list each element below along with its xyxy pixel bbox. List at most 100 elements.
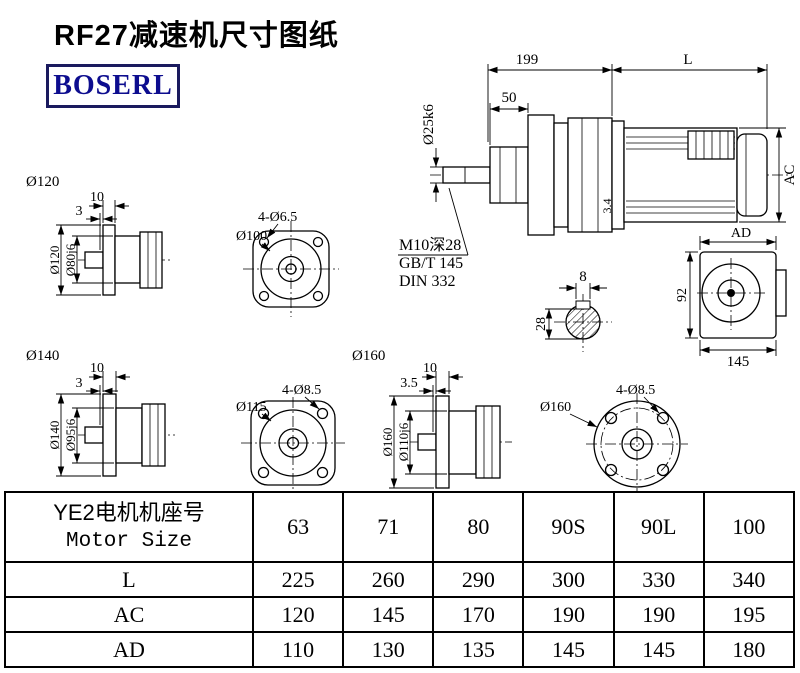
bearing-housing [489,146,529,204]
v1-flange-plate [102,224,116,296]
boserl-logo: BOSERL [46,64,180,108]
dim-28: 28 [534,317,549,331]
table-row-L: L 225 260 290 300 330 340 [4,561,796,598]
f3-bolt-hole [656,411,670,425]
v3-hub [448,410,477,475]
cell-AD-90s: 145 [522,631,615,668]
dim-v3-hub: Ø110j6 [396,422,411,461]
fan-cover [736,133,768,217]
dim-v2-10: 10 [90,361,104,376]
dim-199: 199 [516,52,539,68]
v3-dimension-lines [389,371,463,489]
f2-bolt-hole [316,466,329,479]
flange-view-140: Ø140 10 [26,348,175,477]
dim-92: 92 [675,288,690,302]
cell-L-90l: 330 [612,561,705,598]
v1-shaft-stub [84,251,104,269]
f1-bolt-hole [258,290,270,302]
label-f3-holes: 4-Ø8.5 [616,383,655,398]
logo-text: BOSERL [53,70,173,101]
cell-AC-80: 170 [432,596,525,633]
cell-L-90s: 300 [522,561,615,598]
note-din-332: DIN 332 [399,273,455,290]
motor-size-80: 80 [432,491,525,563]
table-row-AD: AD 110 130 135 145 145 180 [4,631,796,668]
v3-housing [475,405,501,479]
shaft-cross-section: 8 28 [534,269,612,352]
cell-L-63: 225 [251,561,345,598]
output-side-view: AD 92 145 [675,226,787,370]
dim-v3-35: 3.5 [400,376,418,391]
note-thread-m10: M10深28 [399,236,461,254]
dim-AC: AC [782,165,798,186]
front-view-100: 4-Ø6.5 Ø100 [236,210,339,317]
v2-shaft-stub [84,426,104,444]
dim-shaft-diameter: Ø25k6 [421,104,437,145]
keyway-notch [575,300,591,310]
dim-v1-dia: Ø120 [47,246,62,275]
dim-v1-hub: Ø80j6 [63,243,78,276]
dim-v1-3: 3 [76,204,83,219]
dim-L: L [683,52,692,68]
v3-shaft-stub [417,433,437,451]
row-label-AC: AC [4,596,254,633]
label-f1-holes: 4-Ø6.5 [258,210,297,225]
cell-AC-90l: 190 [612,596,705,633]
label-f2-holes: 4-Ø8.5 [282,383,321,398]
flange-view-120: Ø120 10 [26,174,172,296]
terminal-box [687,130,735,160]
motor-size-90l: 90L [612,491,705,563]
cell-AD-80: 135 [432,631,525,668]
keyway-section-circle [565,304,601,340]
cell-L-100: 340 [702,561,796,598]
table-header-row: YE2电机机座号 Motor Size 63 71 80 90S 90L 100 [4,491,796,563]
motor-size-100: 100 [702,491,796,563]
v1-dimension-lines [56,200,129,296]
motor-size-71: 71 [342,491,435,563]
cell-AC-63: 120 [251,596,345,633]
v2-dimension-lines [56,371,130,477]
label-dia160: Ø160 [352,348,385,364]
v2-hub [115,407,143,464]
dim-v2-3: 3 [76,376,83,391]
f3-bolt-hole [604,463,618,477]
motor-size-63: 63 [251,491,345,563]
dim-50: 50 [502,90,517,106]
f2-bolt-hole [316,407,329,420]
cell-AC-90s: 190 [522,596,615,633]
motor-dimension-table: YE2电机机座号 Motor Size 63 71 80 90S 90L 100… [4,491,796,668]
motor-size-header-cell: YE2电机机座号 Motor Size [4,491,254,563]
table-row-AC: AC 120 145 170 190 190 195 [4,596,796,633]
f1-bolt-hole [312,290,324,302]
v2-housing [141,403,166,467]
v1-hub [114,235,141,284]
front-view-115: 4-Ø8.5 Ø115 [236,383,345,489]
row-label-L: L [4,561,254,598]
input-shaft [442,166,491,184]
v1-housing [139,231,163,289]
label-f2-dia: Ø115 [236,400,267,415]
section-dimension-lines [545,283,607,340]
output-shaft-boss [775,269,787,317]
row-label-AD: AD [4,631,254,668]
main-view-dimension-lines [398,64,786,256]
v2-flange-plate [102,393,117,477]
cell-AC-71: 145 [342,596,435,633]
gearbox-flange [527,114,555,236]
cell-L-71: 260 [342,561,435,598]
motor-size-label-en: Motor Size [65,530,193,553]
dim-3-4: 3.4 [600,199,614,214]
motor-size-90s: 90S [522,491,615,563]
label-f3-dia: Ø160 [540,400,571,415]
main-assembly-view: 199 L 50 Ø25k6 AC 3.4 M10深28 GB/T 145 DI… [398,52,798,290]
f3-bolt-hole [656,463,670,477]
label-dia140: Ø140 [26,348,59,364]
dim-v3-10: 10 [423,361,437,376]
dim-v1-10: 10 [90,190,104,205]
cell-AD-63: 110 [251,631,345,668]
flange-view-160: Ø160 10 [352,348,512,489]
front-view-160: Ø160 4-Ø8.5 [540,383,688,491]
cell-AD-71: 130 [342,631,435,668]
output-view-dimension-lines [685,236,777,356]
